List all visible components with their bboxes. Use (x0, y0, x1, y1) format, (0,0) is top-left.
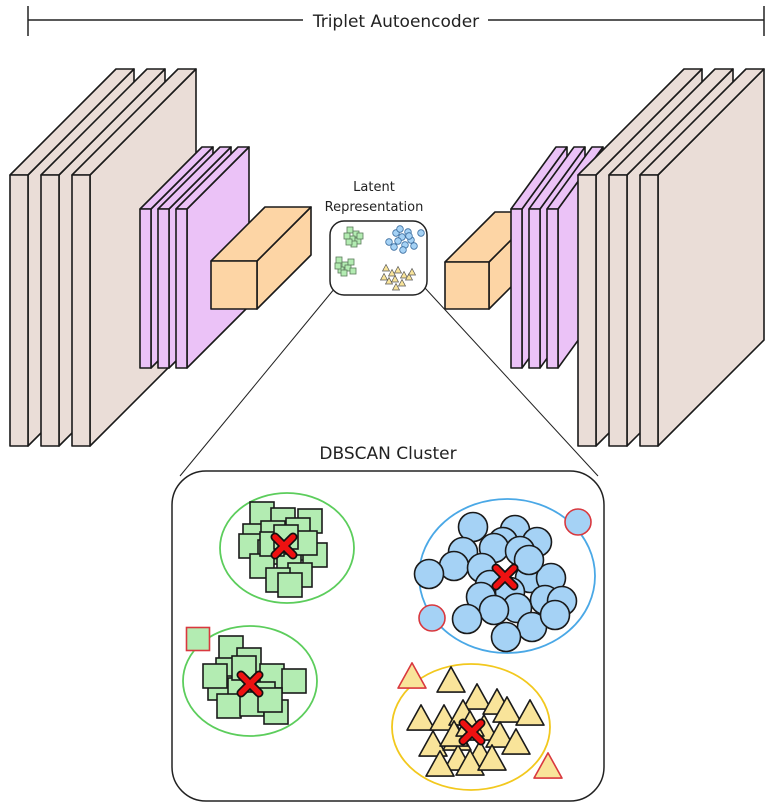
latent-square-point (347, 258, 355, 266)
triangle-point (501, 728, 531, 755)
circle-point (539, 599, 571, 631)
centroid-triangles (458, 718, 486, 746)
latent-circle-point (410, 242, 418, 250)
latent-square-point (346, 226, 354, 234)
triangle-point (436, 666, 466, 693)
decoder (444, 68, 765, 447)
title-bracket (27, 6, 765, 36)
square-point (202, 663, 228, 689)
latent-circle-point (396, 225, 404, 233)
centroid-bottom-squares (236, 670, 264, 698)
latent-triangle-point (393, 265, 403, 274)
latent-scatter (334, 225, 425, 291)
triangle-point (425, 750, 455, 777)
cluster-title: DBSCAN Cluster (319, 444, 456, 464)
circle-outlier (564, 508, 592, 536)
latent-square-point (349, 267, 357, 275)
triangle-point (462, 683, 492, 710)
centroid-circles (491, 563, 519, 591)
latent-circle-point (405, 232, 413, 240)
latent-triangle-point (397, 278, 407, 287)
triangle-outlier (397, 662, 427, 689)
latent-circle-point (417, 229, 425, 237)
triangle-point (406, 704, 436, 731)
cluster-ring-triangles (391, 663, 551, 791)
circle-point (490, 621, 522, 653)
encoder-bottleneck (210, 206, 312, 310)
triangle-point (485, 721, 515, 748)
latent-box (329, 220, 428, 296)
latent-triangle-point (390, 274, 400, 283)
triangle-outlier (533, 752, 563, 779)
latent-square-point (356, 232, 364, 240)
cluster-view (182, 492, 596, 791)
latent-square-point (343, 232, 351, 240)
latent-circle-point (390, 243, 398, 251)
latent-square-point (340, 269, 348, 277)
latent-square-point (345, 238, 353, 246)
latent-circle-point (394, 237, 402, 245)
square-point (281, 668, 307, 694)
latent-circle-point (399, 246, 407, 254)
circle-point (451, 603, 483, 635)
circle-point (513, 544, 545, 576)
latent-label-line2: Representation (325, 200, 424, 215)
triangle-point (477, 744, 507, 771)
latent-triangle-point (381, 263, 391, 272)
circle-point (478, 594, 510, 626)
encoder (9, 68, 312, 447)
latent-triangle-point (384, 276, 394, 285)
latent-triangle-point (399, 270, 409, 279)
latent-triangle-point (387, 268, 397, 277)
latent-square-point (334, 262, 342, 270)
square-outlier (185, 626, 211, 652)
cluster-ring-bottom-squares (182, 625, 318, 737)
latent-triangle-point (391, 282, 401, 291)
triangle-point (455, 749, 485, 776)
triangle-point (418, 730, 448, 757)
cluster-ring-top-squares (219, 492, 355, 604)
square-point (277, 572, 303, 598)
latent-triangle-point (404, 272, 414, 281)
latent-label-line1: Latent (353, 180, 395, 195)
diagram-title: Triplet Autoencoder (312, 12, 479, 32)
latent-triangle-point (379, 272, 389, 281)
square-point (216, 693, 242, 719)
zoom-lines (179, 287, 599, 477)
latent-circle-point (385, 238, 393, 246)
triangle-point (515, 699, 545, 726)
circle-point (413, 558, 445, 590)
latent-triangle-point (407, 267, 417, 276)
decoder-large-layer (639, 68, 765, 447)
centroid-top-squares (270, 532, 298, 560)
triangle-point (492, 696, 522, 723)
circle-outlier (418, 604, 446, 632)
latent-square-point (335, 256, 343, 264)
